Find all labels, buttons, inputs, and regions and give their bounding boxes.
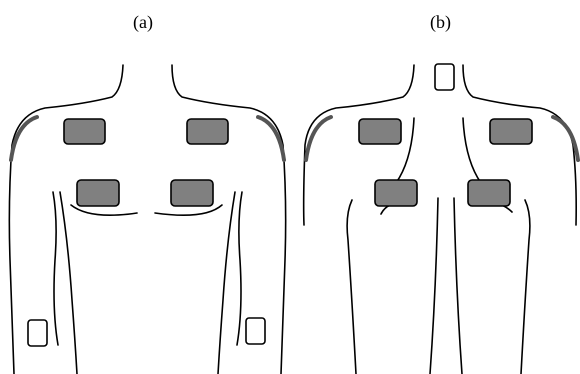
back-spine-left [430,198,438,374]
back-lower-left-pad [375,180,417,206]
front-right-wrist-electrode [246,318,265,344]
front-upper-right-pad [187,119,228,144]
front-view-panel [9,65,285,374]
front-lower-left-pad [77,180,119,206]
front-upper-left-pad [64,119,105,144]
front-lower-right-pad [171,180,213,206]
back-left-torso-side [347,200,356,374]
back-upper-right-pad [490,119,532,144]
front-right-shoulder-arc [258,117,284,160]
front-left-wrist-electrode [28,320,47,346]
front-right-neck-shoulder [172,65,286,374]
back-right-torso-side [521,200,530,374]
back-view-panel [304,64,578,374]
back-lower-right-pad [468,180,510,206]
front-left-neck-shoulder [9,65,123,374]
front-left-arm-inner [53,192,58,345]
back-neck-electrode [435,64,454,90]
back-left-shoulder-arc [306,117,331,160]
front-right-torso-side [218,192,235,374]
back-upper-left-pad [359,119,401,144]
front-left-torso-side [60,192,77,374]
back-right-scapula-line [463,118,481,183]
front-left-shoulder-arc [11,117,37,160]
back-spine-right [454,198,462,374]
front-right-arm-inner [237,192,242,345]
